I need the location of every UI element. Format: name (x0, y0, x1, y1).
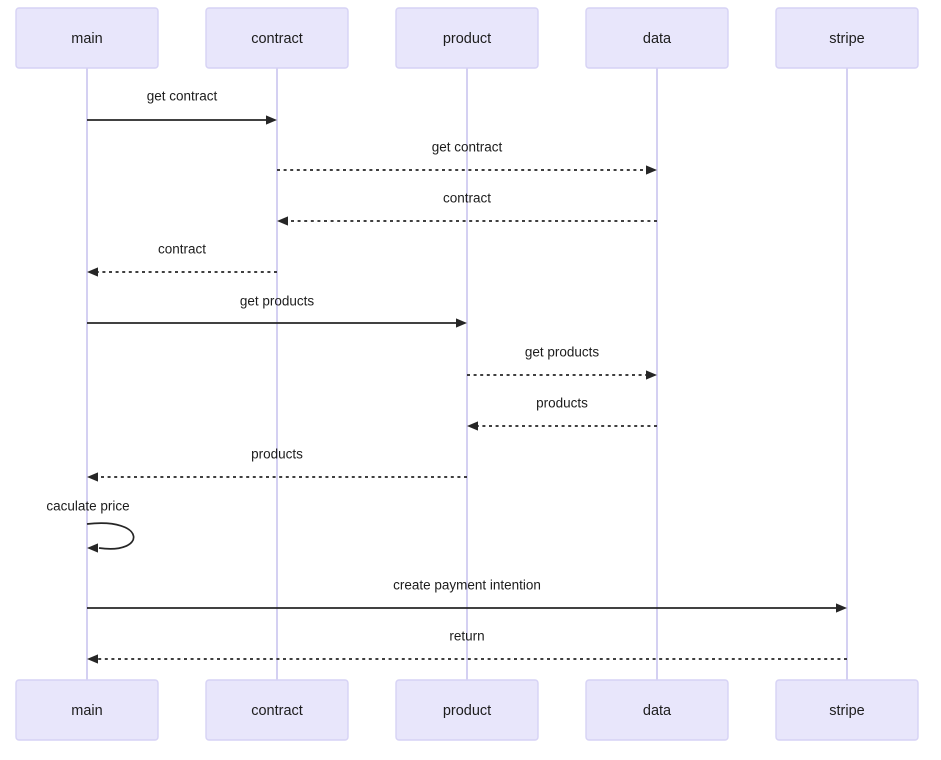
message-label-4: get products (240, 294, 315, 309)
participant-label-contract: contract (251, 31, 303, 47)
self-messages-group: caculate price (46, 499, 135, 553)
messages-group: get contract get contract contract contract… (87, 89, 847, 664)
message-1[interactable]: get contract (277, 140, 657, 175)
participant-box-product (395, 679, 539, 741)
message-2[interactable]: contract (277, 191, 657, 226)
participant-bottom-data[interactable]: data (585, 679, 729, 741)
message-label-7: products (251, 447, 303, 462)
participant-box-stripe (775, 679, 919, 741)
bottom-participant-boxes-group: main contract product data stripe (15, 679, 919, 741)
message-10[interactable]: return (87, 629, 847, 664)
participant-bottom-contract[interactable]: contract (205, 679, 349, 741)
self-message-label-8: caculate price (46, 499, 129, 514)
message-label-2: contract (443, 191, 491, 206)
message-arrowhead-7 (87, 472, 98, 482)
message-arrowhead-0 (266, 115, 277, 125)
participant-box-stripe (775, 7, 919, 69)
message-9[interactable]: create payment intention (87, 578, 847, 613)
participant-top-stripe[interactable]: stripe (775, 7, 919, 69)
participant-top-data[interactable]: data (585, 7, 729, 69)
message-label-10: return (449, 629, 484, 644)
participant-box-main (15, 679, 159, 741)
participant-bottom-main[interactable]: main (15, 679, 159, 741)
message-7[interactable]: products (87, 447, 467, 482)
message-4[interactable]: get products (87, 294, 467, 328)
participant-top-main[interactable]: main (15, 7, 159, 69)
participant-box-contract (205, 7, 349, 69)
participant-label-contract: contract (251, 703, 303, 719)
self-message-8[interactable]: caculate price (46, 499, 135, 553)
message-arrowhead-6 (467, 421, 478, 431)
participant-box-data (585, 679, 729, 741)
message-3[interactable]: contract (87, 242, 277, 277)
participant-box-product (395, 7, 539, 69)
message-0[interactable]: get contract (87, 89, 277, 125)
message-label-6: products (536, 396, 588, 411)
message-label-9: create payment intention (393, 578, 541, 593)
participant-top-product[interactable]: product (395, 7, 539, 69)
participant-label-data: data (643, 31, 672, 47)
message-arrowhead-9 (836, 603, 847, 613)
message-arrowhead-4 (456, 318, 467, 328)
participant-box-data (585, 7, 729, 69)
self-message-loop-8 (86, 522, 135, 550)
message-label-3: contract (158, 242, 206, 257)
message-arrowhead-10 (87, 654, 98, 664)
message-label-0: get contract (147, 89, 218, 104)
participant-label-data: data (643, 703, 672, 719)
message-6[interactable]: products (467, 396, 657, 431)
message-arrowhead-2 (277, 216, 288, 226)
participant-label-main: main (71, 703, 102, 719)
self-message-arrowhead-8 (87, 543, 98, 553)
message-arrowhead-5 (646, 370, 657, 380)
participant-label-product: product (443, 703, 491, 719)
participant-box-contract (205, 679, 349, 741)
participant-label-main: main (71, 31, 102, 47)
participant-label-product: product (443, 31, 491, 47)
message-5[interactable]: get products (467, 345, 657, 380)
participant-label-stripe: stripe (829, 703, 864, 719)
participant-label-stripe: stripe (829, 31, 864, 47)
message-arrowhead-1 (646, 165, 657, 175)
top-participant-boxes-group: main contract product data stripe (15, 7, 919, 69)
message-label-1: get contract (432, 140, 503, 155)
message-label-5: get products (525, 345, 600, 360)
message-arrowhead-3 (87, 267, 98, 277)
participant-top-contract[interactable]: contract (205, 7, 349, 69)
participant-bottom-stripe[interactable]: stripe (775, 679, 919, 741)
participant-bottom-product[interactable]: product (395, 679, 539, 741)
participant-box-main (15, 7, 159, 69)
